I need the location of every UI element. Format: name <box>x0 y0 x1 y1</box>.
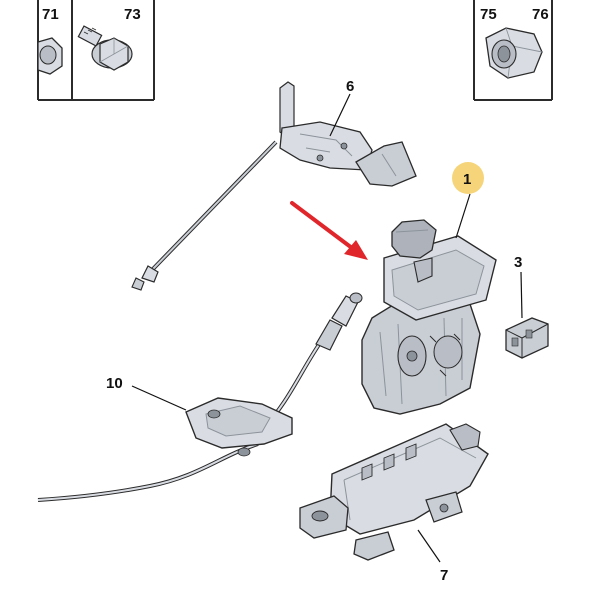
callout-label-3: 3 <box>514 254 522 271</box>
fastener-box-right: 75 76 <box>473 0 553 101</box>
callout-6: 6 <box>329 78 354 137</box>
callout-label-6: 6 <box>346 78 354 95</box>
fastener-box-left: 71 73 <box>37 0 155 101</box>
callout-10: 10 <box>106 375 187 411</box>
switch-3 <box>505 317 549 359</box>
red-arrow-icon <box>290 201 368 260</box>
base-bracket-7 <box>299 423 489 561</box>
callout-label-7: 7 <box>440 567 448 584</box>
flange-bolt-73-icon <box>77 25 133 71</box>
callout-7: 7 <box>417 529 448 584</box>
gear-selector-1 <box>361 219 497 415</box>
callout-label-10: 10 <box>106 375 123 392</box>
callout-1: 1 <box>452 162 484 239</box>
ref-label-75: 75 <box>480 6 497 23</box>
highlight-circle-icon <box>452 162 484 194</box>
ref-label-76: 76 <box>532 6 549 23</box>
cable-mount-10 <box>37 292 363 502</box>
callout-3: 3 <box>514 254 523 319</box>
nut-71-icon <box>37 37 63 75</box>
hex-nut-75-icon <box>485 27 543 79</box>
linkage-assembly-6 <box>131 81 417 291</box>
callout-label-1: 1 <box>463 171 471 188</box>
ref-label-73: 73 <box>124 6 141 23</box>
ref-label-71: 71 <box>42 6 59 23</box>
